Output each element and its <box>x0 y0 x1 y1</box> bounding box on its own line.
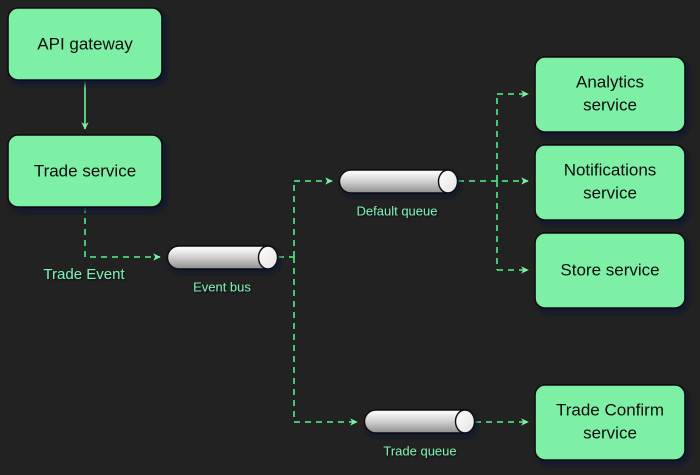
node-api-gateway-shape[interactable] <box>7 7 163 81</box>
queues-layer: Event bus Default queue Trade queue <box>166 169 476 458</box>
node-notifications-service-shape[interactable] <box>534 144 686 221</box>
node-trade-service[interactable]: Trade service <box>7 134 163 208</box>
queue-default-queue-label: Default queue <box>357 203 438 218</box>
queue-trade-queue-cap <box>454 409 476 434</box>
node-trade-confirm-service-label-line1: Trade Confirm <box>556 400 664 419</box>
node-analytics-service-label-line1: Analytics <box>576 72 644 91</box>
node-store-service-shape[interactable] <box>534 232 686 309</box>
node-api-gateway[interactable]: API gateway <box>7 7 163 81</box>
node-store-service[interactable]: Store service <box>534 232 686 309</box>
queue-event-bus-label: Event bus <box>193 279 251 294</box>
node-trade-service-label: Trade service <box>34 161 136 180</box>
queue-default-queue[interactable] <box>338 169 459 194</box>
node-analytics-service-shape[interactable] <box>534 56 686 133</box>
queue-trade-queue[interactable] <box>363 409 476 434</box>
nodes-layer: API gateway Trade service Analytics serv… <box>7 7 686 461</box>
node-notifications-service-label-line2: service <box>583 183 637 202</box>
queue-trade-queue-label: Trade queue <box>383 443 456 458</box>
queue-event-bus-cap <box>257 245 279 270</box>
edges-layer <box>81 80 529 426</box>
node-store-service-label: Store service <box>560 260 659 279</box>
edge-label-trade-event: Trade Event <box>43 266 125 283</box>
node-notifications-service[interactable]: Notifications service <box>534 144 686 221</box>
node-trade-service-shape[interactable] <box>7 134 163 208</box>
node-analytics-service-label-line2: service <box>583 95 637 114</box>
node-trade-confirm-service[interactable]: Trade Confirm service <box>534 384 686 461</box>
edge-trade-service-to-event-bus[interactable] <box>84 207 161 261</box>
node-analytics-service[interactable]: Analytics service <box>534 56 686 133</box>
queue-default-queue-cap <box>437 169 459 194</box>
node-trade-confirm-service-label-line2: service <box>583 423 637 442</box>
queue-event-bus[interactable] <box>166 245 279 270</box>
node-api-gateway-label: API gateway <box>37 34 133 53</box>
node-trade-confirm-service-shape[interactable] <box>534 384 686 461</box>
edge-labels-layer: Trade Event <box>43 266 125 283</box>
node-notifications-service-label-line1: Notifications <box>564 160 657 179</box>
